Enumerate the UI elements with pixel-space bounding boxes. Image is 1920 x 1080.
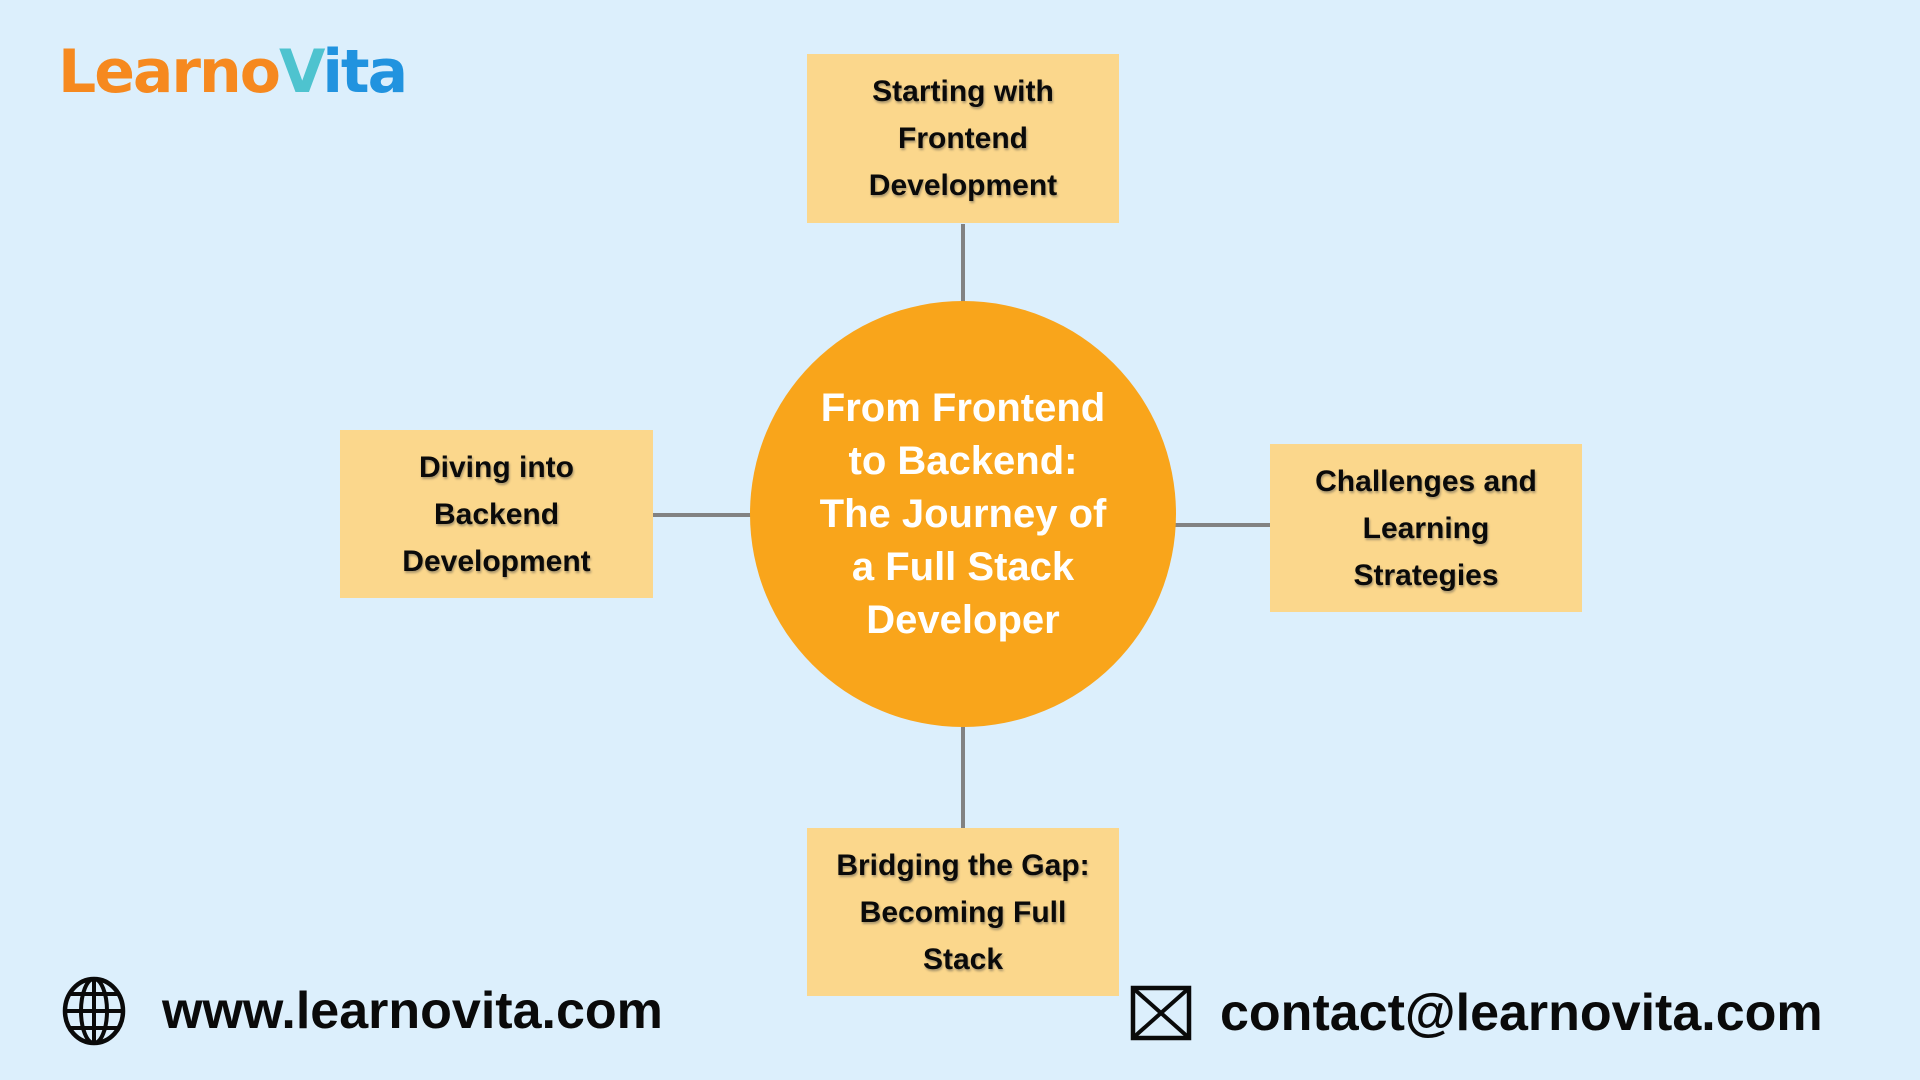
website-url: www.learnovita.com — [162, 982, 663, 1040]
node-line: Learning — [1362, 511, 1490, 545]
node-line: Backend — [433, 497, 560, 531]
central-topic-line: Developer — [866, 597, 1060, 642]
node-bridging-the-gap: Bridging the Gap: Becoming Full Stack — [807, 828, 1119, 996]
node-starting-with-frontend: Starting with Frontend Development — [807, 54, 1119, 223]
node-line: Development — [402, 544, 591, 578]
node-diving-into-backend: Diving into Backend Development — [340, 430, 653, 598]
footer-website: www.learnovita.com — [60, 975, 663, 1047]
central-topic-line: to Backend: — [848, 438, 1078, 483]
connector-left — [652, 513, 752, 517]
logo-text-learno: Learno — [58, 37, 281, 107]
connector-right — [1175, 523, 1271, 527]
central-topic-line: a Full Stack — [851, 544, 1075, 589]
central-topic-line: The Journey of — [819, 491, 1107, 536]
node-line: Strategies — [1353, 558, 1499, 592]
connector-top — [961, 224, 965, 303]
envelope-icon — [1130, 985, 1192, 1041]
footer-email: contact@learnovita.com — [1130, 983, 1823, 1043]
node-line: Becoming Full — [859, 895, 1067, 929]
node-challenges-and-learning: Challenges and Learning Strategies — [1270, 444, 1582, 612]
node-line: Diving into — [419, 450, 574, 484]
logo-text-ita: ita — [322, 37, 408, 107]
node-line: Frontend — [898, 122, 1028, 155]
learnovita-logo: LearnoVita — [58, 42, 408, 102]
connector-bottom — [961, 727, 965, 829]
logo-text-v: V — [278, 37, 324, 107]
central-topic-line: From Frontend — [820, 385, 1106, 430]
node-line: Bridging the Gap: — [836, 848, 1090, 882]
globe-icon — [60, 975, 128, 1047]
node-line: Starting with — [872, 75, 1054, 108]
node-line: Stack — [922, 942, 1004, 976]
central-topic-circle: From Frontend to Backend: The Journey of… — [750, 301, 1176, 727]
node-line: Challenges and — [1315, 464, 1537, 498]
node-line: Development — [868, 169, 1058, 202]
email-address: contact@learnovita.com — [1220, 984, 1823, 1042]
